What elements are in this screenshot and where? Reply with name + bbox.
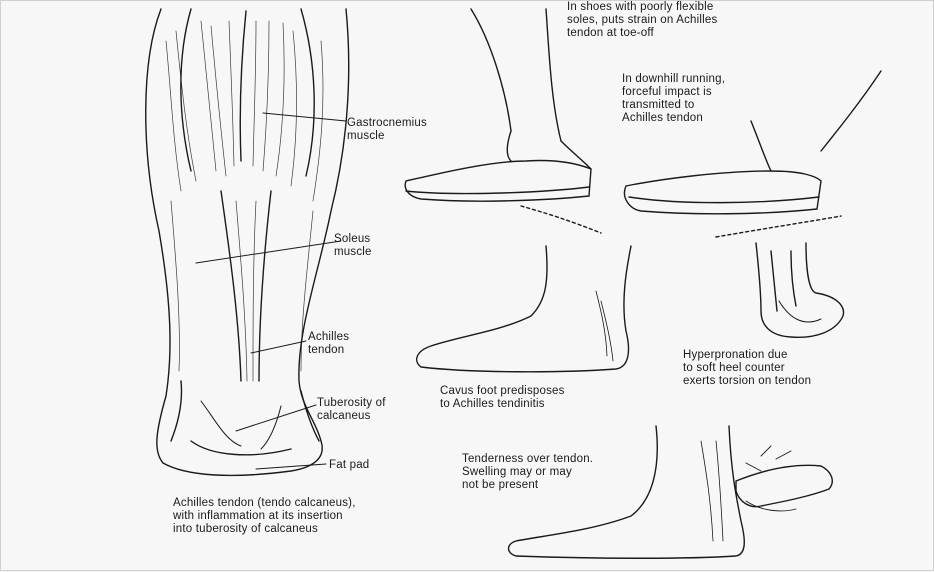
label-gastrocnemius: Gastrocnemius muscle	[347, 117, 427, 143]
hyperpronation-drawing	[756, 243, 844, 337]
label-soleus: Soleus muscle	[334, 233, 372, 259]
cavus-foot-drawing	[417, 246, 631, 372]
label-hyperpronation: Hyperpronation due to soft heel counter …	[683, 349, 811, 388]
shoe-one-drawing	[405, 9, 601, 233]
label-fat-pad: Fat pad	[329, 459, 369, 472]
label-tuberosity: Tuberosity of calcaneus	[317, 397, 386, 423]
tenderness-foot-drawing	[509, 426, 833, 558]
caption-left: Achilles tendon (tendo calcaneus), with …	[173, 497, 356, 536]
label-cavus: Cavus foot predisposes to Achilles tendi…	[440, 385, 565, 411]
label-achilles-tendon: Achilles tendon	[308, 331, 349, 357]
label-flexible-soles: In shoes with poorly flexible soles, put…	[567, 1, 717, 40]
label-downhill: In downhill running, forceful impact is …	[622, 73, 725, 125]
label-tenderness: Tenderness over tendon. Swelling may or …	[462, 453, 593, 492]
